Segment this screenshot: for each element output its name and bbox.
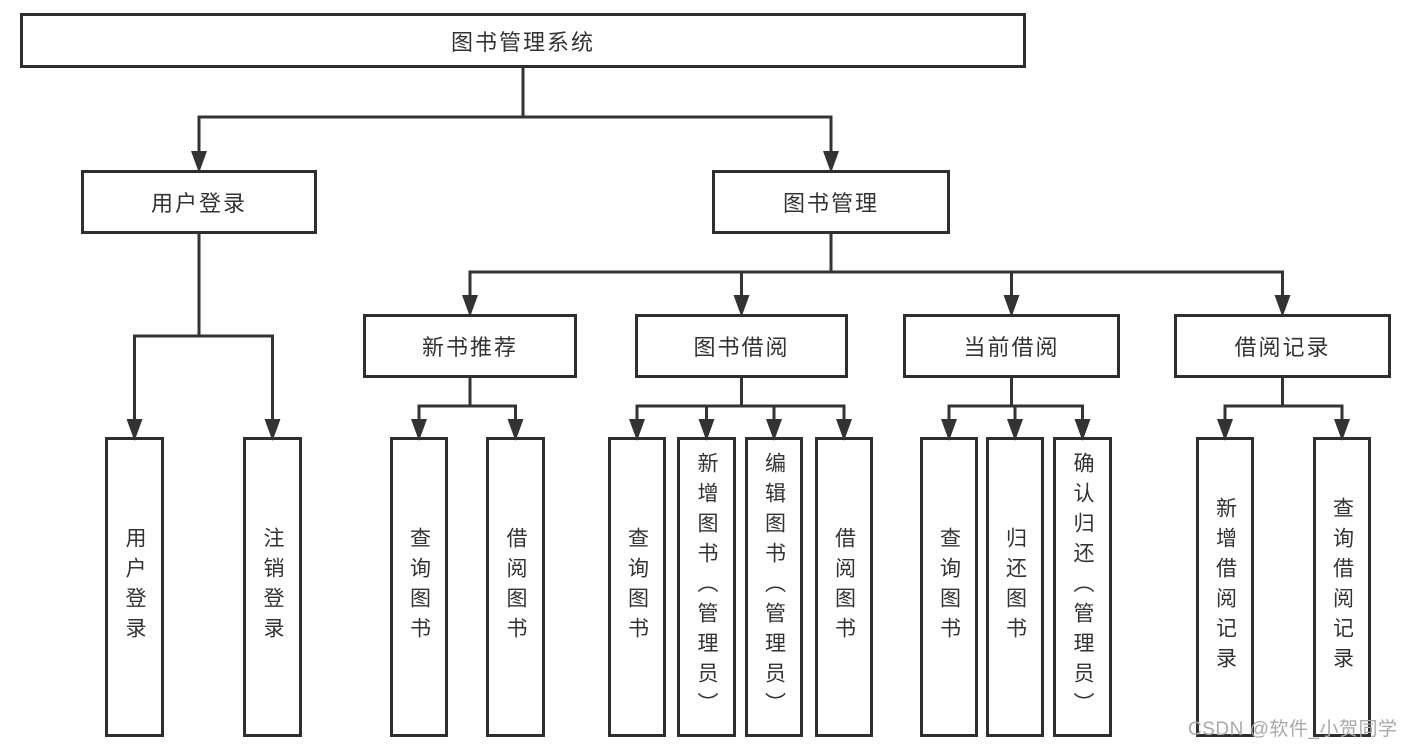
node-new-book-recommend: 新书推荐	[363, 314, 577, 378]
connector-current-borrowing-to-leaves	[941, 378, 1091, 441]
node-book-borrowing: 图书借阅	[635, 314, 848, 378]
node-label: 借阅图书	[504, 527, 527, 647]
node-label: 当前借阅	[963, 335, 1060, 360]
leaf-borrow-book-recommend: 借阅图书	[486, 437, 545, 737]
node-label: 归还图书	[1003, 527, 1027, 647]
connector-book-management-to-level3	[462, 234, 1291, 317]
leaf-query-book-recommend: 查询图书	[390, 437, 448, 737]
connector-book-borrowing-to-leaves	[629, 378, 852, 441]
connector-root-to-level2	[191, 68, 839, 173]
node-label: 查询图书	[407, 527, 431, 647]
node-label: 新增图书（管理员）	[695, 452, 718, 722]
leaf-add-book-admin: 新增图书（管理员）	[677, 437, 736, 737]
connector-borrowing-records-to-leaves	[1217, 378, 1350, 441]
csdn-watermark: CSDN @软件_小贺同学	[1188, 719, 1398, 740]
node-label: 图书管理系统	[450, 29, 595, 55]
node-label: 新书推荐	[421, 335, 518, 360]
node-label: 图书借阅	[693, 335, 790, 360]
node-label: 借阅图书	[832, 527, 856, 647]
leaf-edit-book-admin: 编辑图书（管理员）	[745, 437, 803, 737]
connector-user-login-to-leaves	[126, 234, 281, 441]
node-label: 借阅记录	[1234, 335, 1331, 360]
node-label: 编辑图书（管理员）	[762, 452, 786, 722]
leaf-query-book-current: 查询图书	[920, 437, 978, 737]
node-label: 用户登录	[123, 527, 146, 647]
node-user-login: 用户登录	[81, 170, 317, 234]
node-label: 查询借阅记录	[1330, 497, 1354, 677]
node-borrowing-records: 借阅记录	[1174, 314, 1391, 378]
node-label: 查询图书	[625, 527, 649, 647]
node-label: 新增借阅记录	[1213, 497, 1237, 677]
leaf-query-book-borrowing: 查询图书	[608, 437, 666, 737]
leaf-return-book: 归还图书	[986, 437, 1044, 737]
leaf-logout: 注销登录	[243, 437, 302, 737]
node-label: 确认归还（管理员）	[1071, 452, 1094, 722]
node-label: 注销登录	[261, 527, 284, 647]
node-root-library-management-system: 图书管理系统	[20, 13, 1026, 68]
connector-new-book-recommend-to-leaves	[411, 378, 524, 441]
node-current-borrowing: 当前借阅	[903, 314, 1120, 378]
leaf-add-borrow-record: 新增借阅记录	[1196, 437, 1254, 737]
leaf-user-login: 用户登录	[105, 437, 164, 737]
node-label: 用户登录	[150, 191, 247, 216]
leaf-confirm-return-admin: 确认归还（管理员）	[1053, 437, 1112, 737]
node-label: 查询图书	[937, 527, 961, 647]
leaf-query-borrow-record: 查询借阅记录	[1313, 437, 1371, 737]
leaf-borrow-book: 借阅图书	[815, 437, 873, 737]
node-label: 图书管理	[782, 191, 879, 216]
node-book-management: 图书管理	[712, 170, 950, 234]
